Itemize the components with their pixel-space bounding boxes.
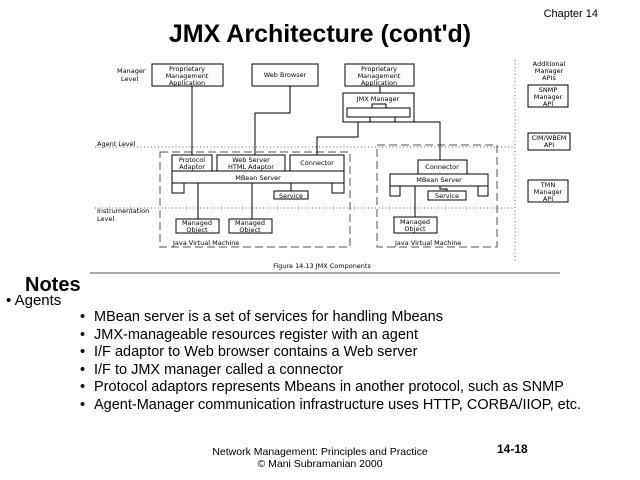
svg-text:Manager: Manager: [534, 188, 563, 196]
svg-text:SNMP: SNMP: [539, 86, 558, 94]
note-item: Protocol adaptors represents Mbeans in a…: [78, 379, 598, 397]
svg-text:Java Virtual Machine: Java Virtual Machine: [394, 239, 461, 247]
manager-level-label: Manager: [117, 67, 146, 75]
svg-text:HTML Adaptor: HTML Adaptor: [228, 163, 274, 171]
jvm-left-box: [159, 151, 351, 248]
instrumentation-level-label: Instrumentation: [97, 207, 149, 215]
footer-copyright: © Mani Subramanian 2000: [257, 458, 383, 470]
figure-caption: Figure 14.13 JMX Components: [273, 262, 371, 270]
svg-text:CIM/WBEM: CIM/WBEM: [532, 134, 567, 142]
svg-text:Object: Object: [404, 225, 426, 233]
prop-app-1-box: [151, 63, 224, 87]
svg-text:Java Virtual Machine: Java Virtual Machine: [172, 239, 239, 247]
svg-text:Application: Application: [361, 79, 397, 87]
note-item: I/F adaptor to Web browser contains a We…: [78, 344, 598, 362]
jvm-right-box: [376, 144, 498, 248]
note-item: I/F to JMX manager called a connector: [78, 362, 598, 380]
svg-text:Management: Management: [358, 72, 401, 80]
svg-text:Level: Level: [97, 215, 114, 223]
svg-text:MBean Server: MBean Server: [416, 176, 462, 184]
jmx-manager-label: JMX Manager: [356, 95, 400, 103]
svg-text:TMN: TMN: [540, 181, 556, 189]
jmx-components-diagram: Manager Level Agent Level Instrumentatio…: [90, 60, 571, 274]
svg-text:Managed: Managed: [182, 219, 212, 227]
svg-text:Management: Management: [166, 72, 209, 80]
svg-text:Service: Service: [435, 192, 459, 200]
svg-text:Connector: Connector: [425, 163, 459, 171]
svg-text:API: API: [544, 141, 554, 149]
cim-api-box: [527, 132, 571, 151]
svg-text:API: API: [543, 195, 553, 203]
svg-text:Proprietary: Proprietary: [361, 65, 397, 73]
svg-text:Level: Level: [121, 75, 138, 83]
note-item: JMX-manageable resources register with a…: [78, 327, 598, 345]
svg-text:Manager: Manager: [534, 93, 563, 101]
agents-bullet: • Agents: [6, 292, 62, 309]
svg-text:Adaptor: Adaptor: [179, 163, 205, 171]
svg-text:Additional: Additional: [533, 60, 566, 68]
chapter-label: Chapter 14: [543, 8, 598, 20]
web-browser-box: [251, 63, 319, 87]
footer: Network Management: Principles and Pract…: [0, 446, 640, 470]
slide-title: JMX Architecture (cont'd): [168, 20, 472, 48]
svg-text:Managed: Managed: [235, 219, 265, 227]
snmp-api-box: [527, 84, 569, 108]
note-item: MBean server is a set of services for ha…: [78, 309, 598, 327]
svg-text:Application: Application: [169, 79, 205, 87]
svg-text:Service: Service: [279, 192, 303, 200]
svg-text:Proprietary: Proprietary: [169, 65, 205, 73]
notes-heading: Notes: [25, 274, 81, 296]
svg-text:Web Server: Web Server: [232, 156, 270, 164]
footer-title: Network Management: Principles and Pract…: [212, 446, 428, 458]
svg-text:Protocol: Protocol: [179, 156, 205, 164]
page-number: 14-18: [497, 442, 528, 456]
svg-text:Connector: Connector: [300, 159, 334, 167]
svg-text:MBean Server: MBean Server: [235, 174, 281, 182]
web-browser-label: Web Browser: [264, 71, 307, 79]
svg-text:Object: Object: [239, 226, 261, 234]
svg-text:Object: Object: [186, 226, 208, 234]
svg-text:API: API: [543, 100, 553, 108]
note-item: Agent-Manager communication infrastructu…: [78, 397, 598, 415]
svg-text:Managed: Managed: [400, 218, 430, 226]
notes-list: MBean server is a set of services for ha…: [78, 309, 598, 414]
jmx-manager-box: [342, 92, 415, 123]
tmn-api-box: [527, 179, 569, 203]
svg-text:APIs: APIs: [542, 74, 556, 82]
svg-text:Manager: Manager: [535, 67, 564, 75]
agent-level-label: Agent Level: [97, 140, 136, 148]
